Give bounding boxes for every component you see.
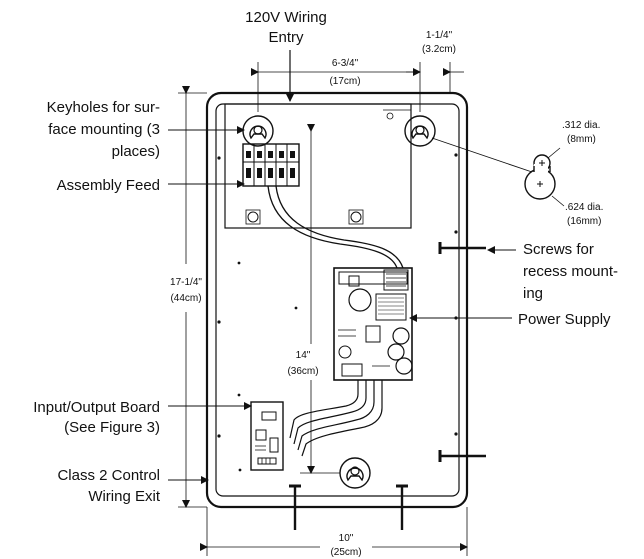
io-wire-4 xyxy=(301,380,383,457)
dim-inner-height xyxy=(300,124,340,474)
screws-label-line1: Screws for xyxy=(523,241,594,258)
small-dia-dim-metric: (8mm) xyxy=(567,134,596,145)
enclosure-inner xyxy=(215,103,460,497)
plate-screw-mid-box xyxy=(348,209,364,225)
screws-label-line2: recess mount- xyxy=(523,263,618,280)
dim-width xyxy=(200,507,468,556)
plate-screw-left-box xyxy=(245,209,261,225)
keyholes-label-line2: face mounting (3 xyxy=(48,121,160,138)
io-wire-3 xyxy=(297,380,375,451)
large-dia-dim-metric: (16mm) xyxy=(567,216,601,227)
keyhole-top-left xyxy=(242,115,274,147)
inner-height-dim: 14" xyxy=(296,350,311,361)
height-dim-metric: (44cm) xyxy=(170,293,201,304)
keyhole-spacing-dim-metric: (17cm) xyxy=(329,76,360,87)
recess-screw-right-upper xyxy=(438,242,486,254)
power-supply-label: Power Supply xyxy=(518,311,611,328)
recess-screw-right-lower xyxy=(438,450,486,462)
dim-keyhole-spacing xyxy=(251,62,421,112)
assembly-feed-label: Assembly Feed xyxy=(57,177,160,194)
plate-screw-left xyxy=(247,211,259,223)
edge-offset-dim: 1-1/4" xyxy=(426,30,453,41)
input-output-board xyxy=(250,401,284,471)
mounting-plate xyxy=(224,103,412,229)
class2-label-line2: Wiring Exit xyxy=(88,488,161,505)
feed-wire-2 xyxy=(275,185,404,269)
width-dim: 10" xyxy=(339,533,354,544)
wiring-entry-label-line1: 120V Wiring xyxy=(245,9,327,26)
class2-label-line1: Class 2 Control xyxy=(57,467,160,484)
recess-screw-bottom-left xyxy=(289,484,301,530)
dim-edge-offset xyxy=(406,62,464,93)
edge-offset-dim-metric: (3.2cm) xyxy=(422,44,456,55)
io-wire-2 xyxy=(293,380,367,445)
wiring-entry-label-line2: Entry xyxy=(268,29,304,46)
small-dia-dim: .312 dia. xyxy=(562,120,600,131)
width-dim-metric: (25cm) xyxy=(330,547,361,558)
keyhole-top-right xyxy=(404,115,436,147)
keyholes-label-line3: places) xyxy=(112,143,160,160)
large-dia-dim: .624 dia. xyxy=(565,202,603,213)
height-dim: 17-1/4" xyxy=(170,277,202,288)
inner-height-dim-metric: (36cm) xyxy=(287,366,318,377)
plate-screw-mid xyxy=(350,211,362,223)
io-board-label-line2: (See Figure 3) xyxy=(64,419,160,436)
plate-screw-top xyxy=(386,112,394,120)
power-supply xyxy=(333,267,413,381)
terminal-block xyxy=(242,143,300,187)
dim-height xyxy=(178,86,207,508)
io-board-label-line1: Input/Output Board xyxy=(33,399,160,416)
keyhole-spacing-dim: 6-3/4" xyxy=(332,58,359,69)
screws-label-line3: ing xyxy=(523,285,543,302)
recess-screw-bottom-right xyxy=(396,484,408,530)
enclosure-side-holes xyxy=(217,153,458,472)
keyhole-bottom xyxy=(339,457,371,489)
feed-wire-1 xyxy=(267,185,398,269)
enclosure-outer xyxy=(205,91,469,509)
keyholes-label-line1: Keyholes for sur- xyxy=(47,99,160,116)
keyhole-detail xyxy=(431,137,565,207)
io-wire-1 xyxy=(289,380,359,439)
